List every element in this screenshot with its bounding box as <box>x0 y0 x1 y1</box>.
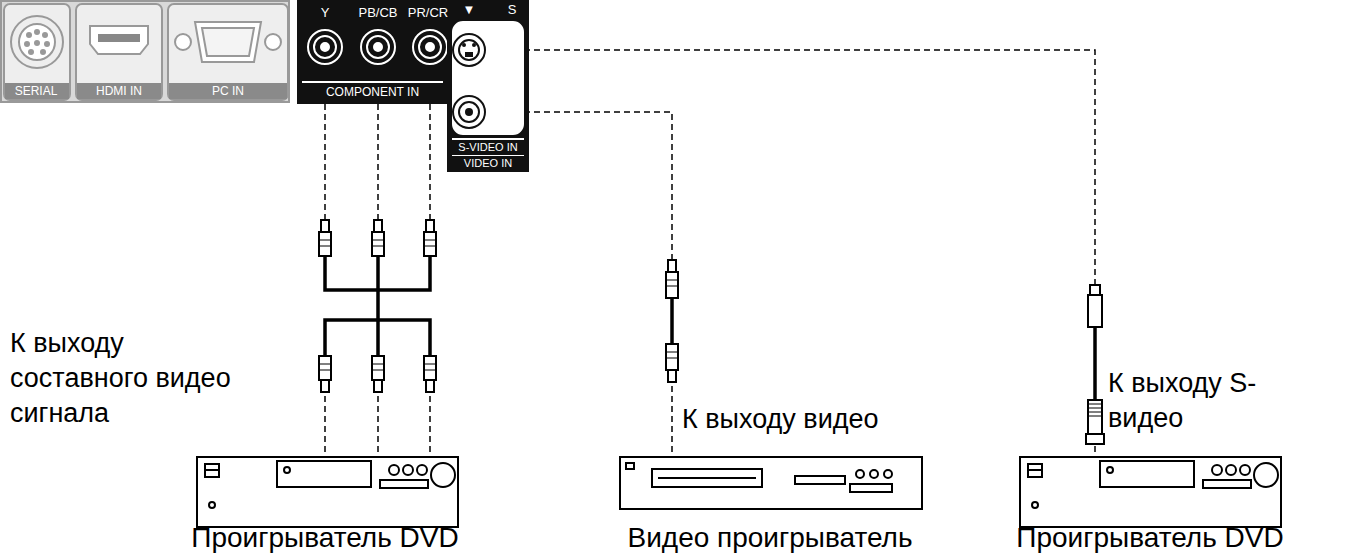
hdmi-port: HDMI IN <box>76 0 162 103</box>
edge-label: К выходу видео <box>682 402 879 437</box>
video-player <box>620 457 922 509</box>
plug-grip <box>320 240 1101 416</box>
video-player-label: Видео проигрыватель <box>590 452 950 554</box>
cable-connector <box>529 112 672 452</box>
cable-connector <box>325 104 430 452</box>
node-text: COMPONENT IN <box>297 86 448 100</box>
dashed-link <box>529 50 1095 452</box>
node-text: Y <box>313 6 337 21</box>
node-text: PC IN <box>166 85 290 99</box>
cable <box>1093 327 1097 400</box>
dashed-link <box>529 112 672 452</box>
node-text: PR/CR <box>405 6 451 21</box>
cable-connector <box>529 50 1095 452</box>
svideo-panel <box>447 0 529 172</box>
node-text: S-VIDEO IN <box>447 141 529 154</box>
node-text: VIDEO IN <box>447 157 529 170</box>
node-text: PB/CB <box>353 6 403 21</box>
rca-plug <box>319 220 1104 444</box>
rear-panel <box>1 1 289 102</box>
node-text: HDMI IN <box>76 85 162 99</box>
node-text: S <box>504 3 520 18</box>
svideo-input: ▼ S S-VIDEO IN VIDEO IN <box>447 0 529 172</box>
dvd-player-label: Проигрыватель DVD <box>170 452 480 554</box>
dvd-player-label: Проигрыватель DVD <box>1000 452 1300 554</box>
node-text: Видео проигрыватель <box>590 522 950 554</box>
cable <box>670 298 674 344</box>
serial-port: SERIAL <box>0 0 72 103</box>
node-text: SERIAL <box>0 85 72 99</box>
dashed-link <box>325 104 430 452</box>
edge-label: К выходу составного видео сигнала <box>10 326 260 431</box>
node-text: ▼ <box>459 3 479 18</box>
dvd-player <box>197 457 1281 527</box>
edge-label: К выходу S-видео <box>1108 366 1258 436</box>
node-text: Проигрыватель DVD <box>1000 522 1300 554</box>
component-input: Y PB/CBPR/CR COMPONENT IN <box>297 0 448 104</box>
node-text: Проигрыватель DVD <box>170 522 480 554</box>
cable <box>325 256 430 356</box>
pc-port: PC IN <box>166 0 290 103</box>
